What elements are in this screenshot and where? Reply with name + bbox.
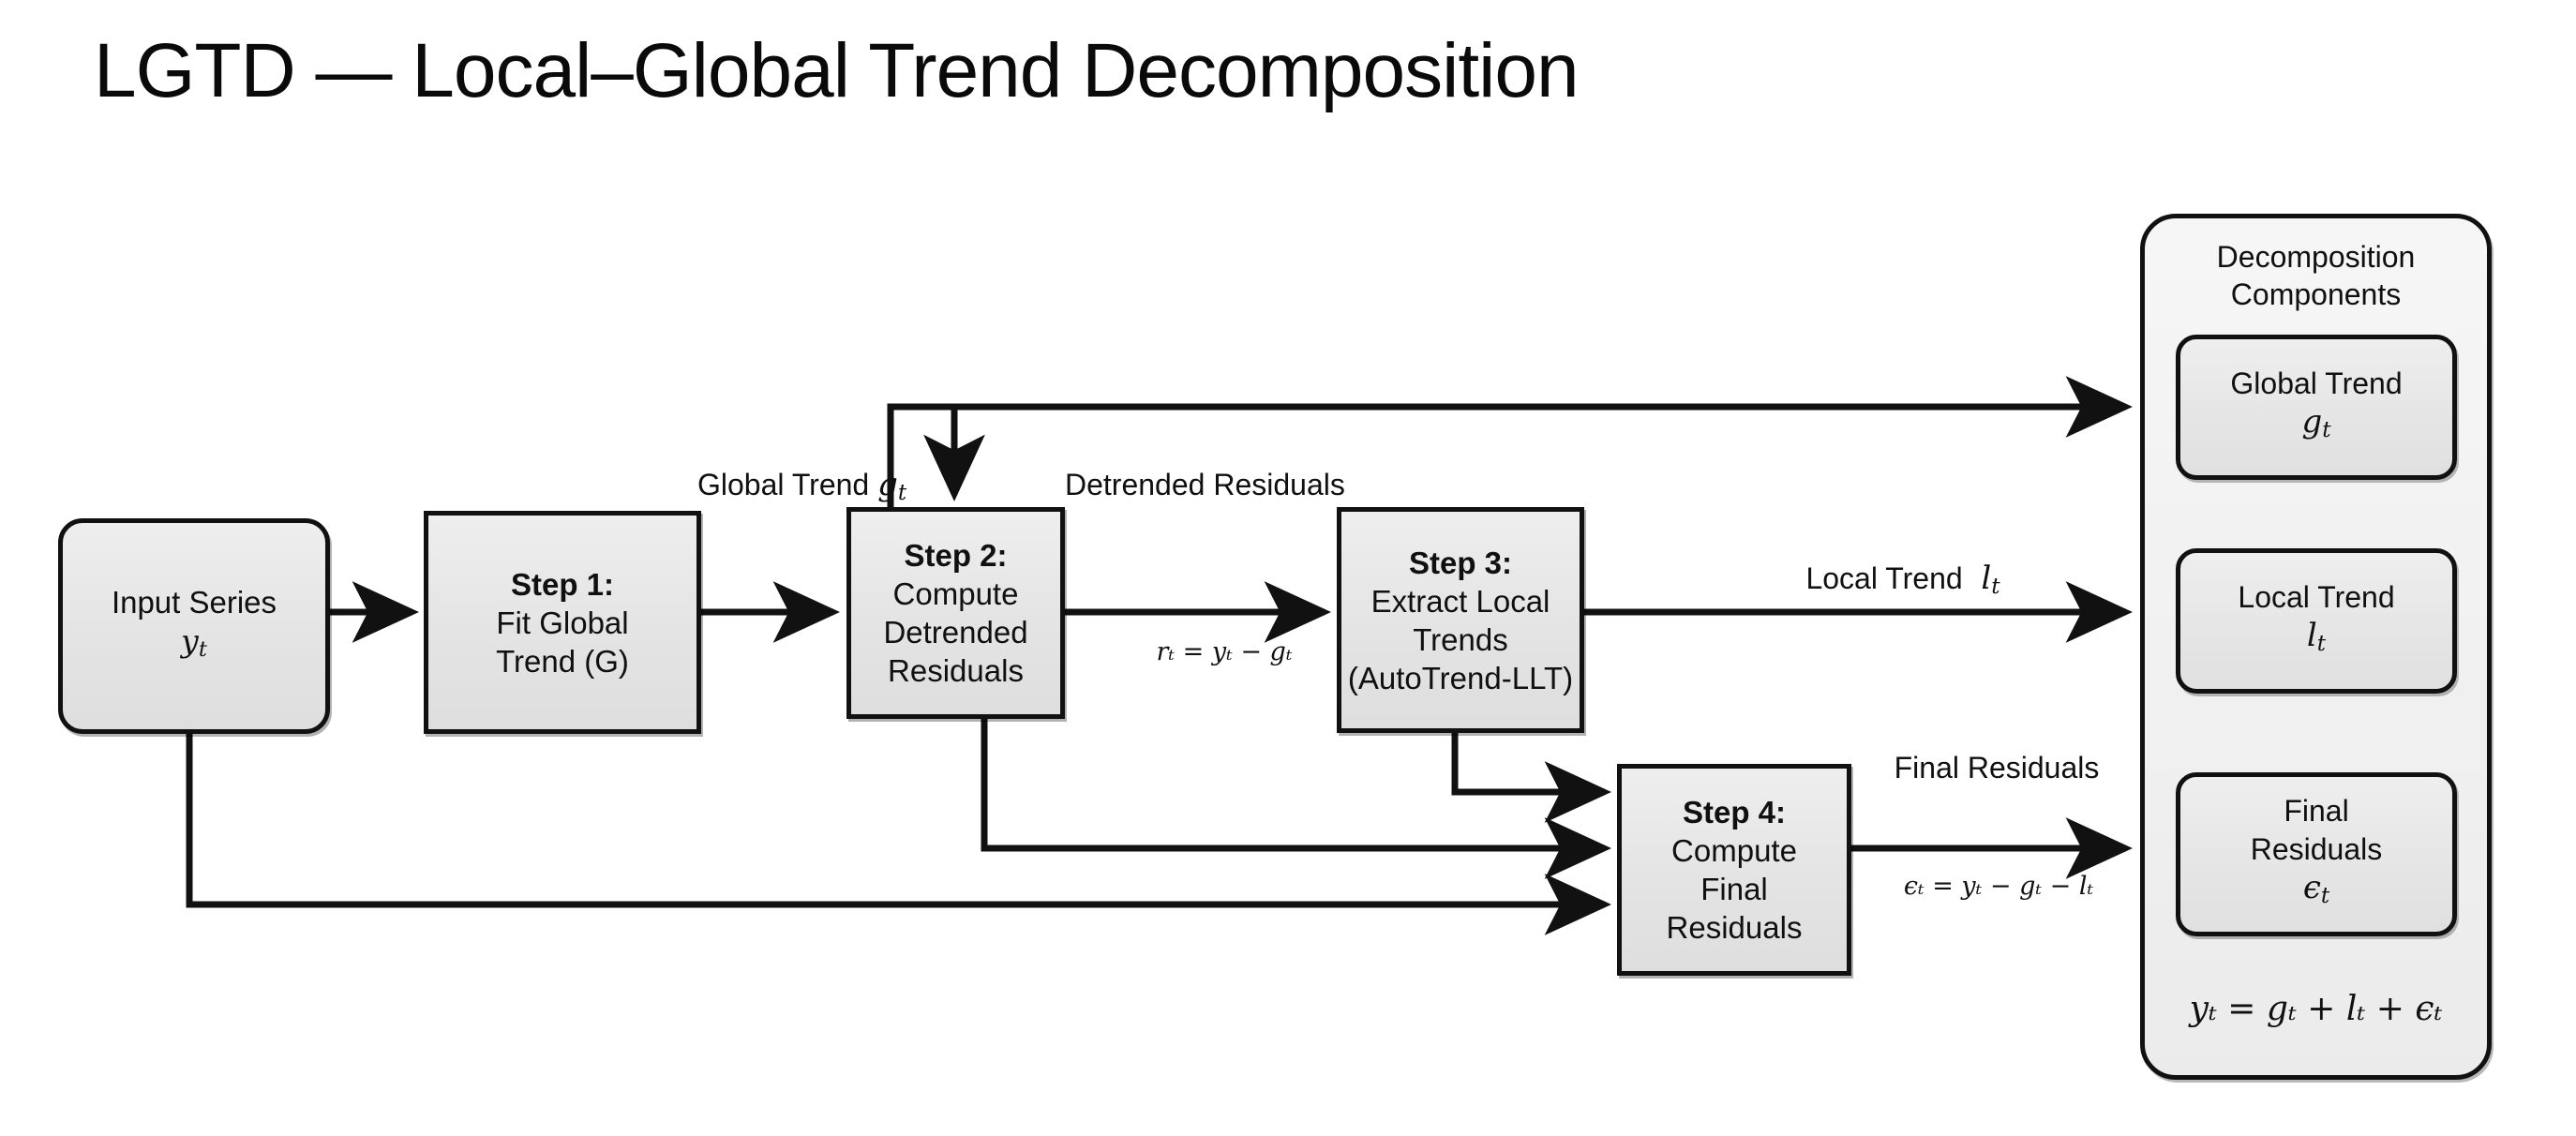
local-trend-symbol: lt bbox=[1981, 560, 2000, 600]
panel-final-residuals-symbol: ϵt bbox=[2302, 869, 2330, 909]
node-input-series[interactable]: Input Series yt bbox=[58, 518, 330, 734]
final-residuals-line-1: Final bbox=[1894, 751, 1959, 785]
node-step-1[interactable]: Step 1: Fit Global Trend (G) bbox=[424, 511, 701, 734]
detrended-residuals-line-2: Residuals bbox=[1213, 468, 1345, 501]
formula-final-residuals: ϵₜ = yₜ − gₜ − lₜ bbox=[1903, 872, 2094, 901]
edge-step2-to-step4 bbox=[981, 719, 1612, 879]
edge-label-global-trend: Global Trend gt bbox=[697, 467, 906, 512]
step-3-line-2: Trends bbox=[1413, 621, 1508, 657]
node-step-4[interactable]: Step 4: Compute Final Residuals bbox=[1617, 764, 1851, 976]
step-2-line-2: Detrended bbox=[883, 615, 1028, 650]
panel-title: Decomposition Components bbox=[2140, 238, 2492, 313]
global-trend-line-2: Trend bbox=[791, 468, 870, 501]
step-2-line-3: Residuals bbox=[888, 653, 1024, 688]
edge-input-to-step4 bbox=[186, 733, 1612, 935]
step-4-header: Step 4: bbox=[1682, 795, 1787, 830]
step-4-line-2: Final bbox=[1700, 872, 1768, 906]
final-residuals-line-2: Residuals bbox=[1967, 751, 2100, 785]
input-series-symbol: yt bbox=[181, 622, 207, 662]
step-2-header: Step 2: bbox=[904, 538, 1008, 573]
global-trend-line-1: Global bbox=[697, 468, 785, 501]
panel-item-global-trend[interactable]: Global Trend gt bbox=[2176, 335, 2457, 480]
panel-local-trend-label: Local Trend bbox=[2238, 579, 2395, 614]
global-trend-symbol: gt bbox=[877, 466, 907, 506]
node-step-3[interactable]: Step 3: Extract Local Trends (AutoTrend-… bbox=[1337, 507, 1584, 733]
step-2-line-1: Compute bbox=[892, 576, 1019, 611]
panel-item-final-residuals[interactable]: Final Residuals ϵt bbox=[2176, 772, 2457, 936]
edge-step3-to-step4 bbox=[1451, 733, 1612, 823]
step-1-line-1: Fit Global bbox=[496, 605, 629, 640]
panel-title-line-1: Decomposition bbox=[2216, 240, 2416, 274]
panel-equation: yₜ = gₜ + lₜ + ϵₜ bbox=[2189, 990, 2443, 1028]
step-1-line-2: Trend (G) bbox=[496, 643, 629, 679]
edge-label-detrended-residuals: Detrended Residuals bbox=[1065, 467, 1345, 503]
step-3-line-1: Extract Local bbox=[1370, 583, 1550, 619]
panel-global-trend-label: Global Trend bbox=[2230, 366, 2403, 400]
panel-global-trend-symbol: gt bbox=[2301, 402, 2331, 443]
node-step-2[interactable]: Step 2: Compute Detrended Residuals bbox=[846, 507, 1065, 719]
step-1-header: Step 1: bbox=[510, 566, 615, 602]
step-4-line-3: Residuals bbox=[1666, 910, 1803, 945]
panel-title-line-2: Components bbox=[2230, 277, 2402, 311]
local-trend-text: Local Trend bbox=[1805, 561, 1963, 595]
panel-item-local-trend[interactable]: Local Trend lt bbox=[2176, 548, 2457, 694]
panel-final-residuals-line-1: Final bbox=[2284, 794, 2349, 829]
step-4-line-1: Compute bbox=[1671, 833, 1797, 868]
page-title: LGTD — Local–Global Trend Decomposition bbox=[94, 28, 1580, 113]
panel-final-residuals-line-2: Residuals bbox=[2250, 832, 2383, 867]
detrended-residuals-line-1: Detrended bbox=[1065, 468, 1206, 501]
input-series-label: Input Series bbox=[111, 585, 277, 620]
edge-label-final-residuals: Final Residuals bbox=[1865, 750, 2128, 786]
step-3-line-3: (AutoTrend-LLT) bbox=[1347, 660, 1574, 695]
panel-local-trend-symbol: lt bbox=[2306, 616, 2327, 657]
formula-detrended-residuals: rₜ = yₜ − gₜ bbox=[1156, 637, 1293, 666]
edge-label-local-trend: Local Trend lt bbox=[1706, 561, 2100, 605]
step-3-header: Step 3: bbox=[1408, 545, 1513, 580]
